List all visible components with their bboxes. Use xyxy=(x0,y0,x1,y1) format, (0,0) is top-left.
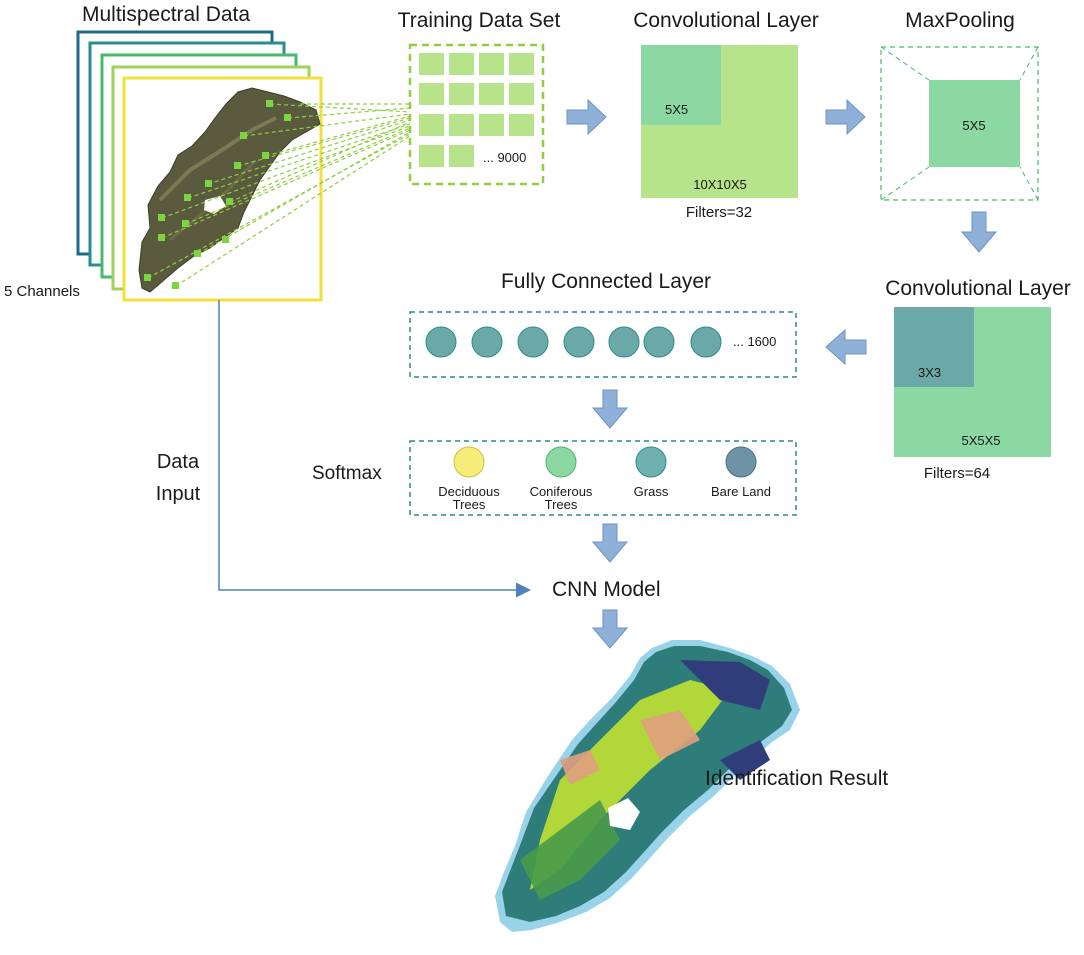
softmax-label: Softmax xyxy=(312,463,382,484)
fully-connected-box xyxy=(409,311,797,378)
arrow-pool-to-conv2 xyxy=(960,211,998,253)
class-dot-coniferous xyxy=(545,446,577,478)
conv-layer-2 xyxy=(894,307,1051,457)
conv1-title: Convolutional Layer xyxy=(633,9,819,32)
flow-arrows xyxy=(566,98,998,649)
identification-result-label: Identification Result xyxy=(705,767,889,790)
softmax-box xyxy=(409,440,797,516)
training-data-grid xyxy=(408,43,545,186)
class-label-bare-land: Bare Land xyxy=(711,484,771,499)
multispectral-title: Multispectral Data xyxy=(82,3,251,26)
arrow-softmax-to-cnn xyxy=(591,523,629,563)
maxpool-title: MaxPooling xyxy=(905,9,1015,32)
arrow-fc-to-softmax xyxy=(591,389,629,429)
class-dot-bare-land xyxy=(725,446,757,478)
arrow-cnn-to-result xyxy=(591,609,629,649)
conv1-filters-label: Filters=32 xyxy=(685,204,753,221)
arrow-conv1-to-pool xyxy=(825,98,866,136)
fc-count-label: ... 1600 xyxy=(733,334,777,349)
identification-result-map xyxy=(495,640,800,932)
conv1-kernel-label: 5X5 xyxy=(665,102,689,117)
class-dot-grass xyxy=(635,446,667,478)
conv2-title: Convolutional Layer xyxy=(885,277,1071,300)
cnn-model-label: CNN Model xyxy=(552,578,661,601)
result-map-hole xyxy=(608,798,640,830)
fc-title: Fully Connected Layer xyxy=(500,270,712,293)
channels-label: 5 Channels xyxy=(4,283,80,300)
sample-points xyxy=(144,100,291,289)
conv-layer-1 xyxy=(641,45,798,198)
fc-nodes xyxy=(425,326,722,358)
arrow-train-to-conv1 xyxy=(566,98,607,136)
training-title: Training Data Set xyxy=(397,9,561,32)
maxpool-layer xyxy=(880,46,1039,201)
conv2-size-label: 5X5X5 xyxy=(961,433,1001,448)
data-input-line xyxy=(218,300,531,598)
conv1-size-label: 10X10X5 xyxy=(693,177,747,192)
arrow-conv2-to-fc xyxy=(825,328,867,366)
maxpool-size-label: 5X5 xyxy=(962,118,986,133)
projection-lines xyxy=(147,103,411,287)
conv2-kernel-label: 3X3 xyxy=(918,365,942,380)
training-count: ... 9000 xyxy=(483,150,527,165)
conv2-filters-label: Filters=64 xyxy=(923,465,991,482)
class-label-grass: Grass xyxy=(633,484,669,499)
class-dot-deciduous xyxy=(453,446,485,478)
